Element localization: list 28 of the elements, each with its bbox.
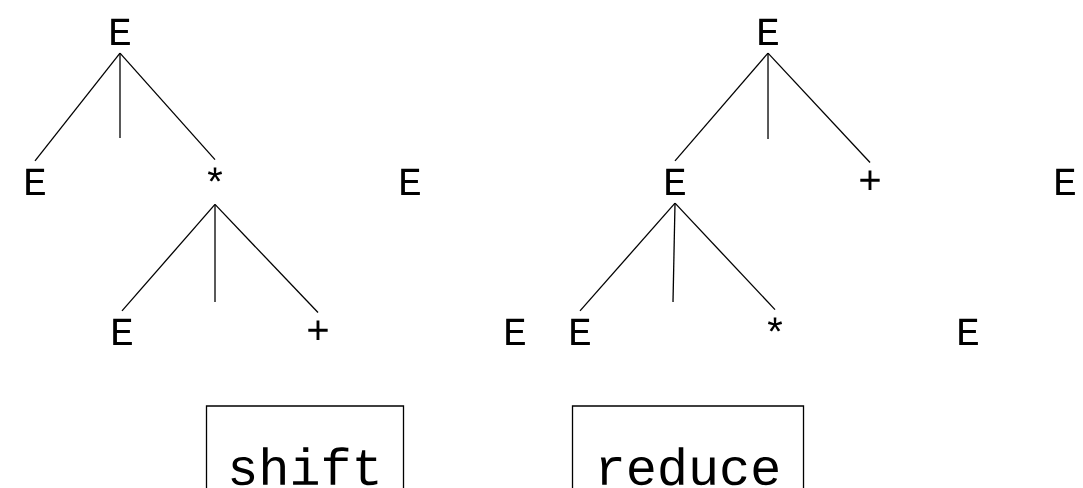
tree-symbol: + [308,320,328,340]
tree-branch [579,202,676,312]
tree-symbol: * [207,167,223,182]
tree-symbol: E [111,18,130,46]
tree-symbol: E [666,168,685,196]
tree-branch [119,52,121,139]
boxed-word: shift [205,405,405,488]
tree-symbol: E [1056,168,1075,196]
tree-symbol: E [506,318,525,346]
tree-branch [674,52,769,162]
tree-branch [121,203,216,312]
tree-symbol: + [860,170,880,190]
tree-branch [767,52,871,164]
tree-symbol: E [759,18,778,46]
tree-branch [214,203,216,303]
tree-symbol: * [767,317,783,332]
tree-branch [767,52,769,140]
tree-branch [119,52,216,161]
tree-symbol: E [571,318,590,346]
tree-symbol: E [401,168,420,196]
tree-branch [674,202,776,311]
boxed-word: reduce [571,405,805,488]
tree-symbol: E [26,168,45,196]
tree-branch [34,52,121,162]
tree-symbol: E [959,318,978,346]
tree-symbol: E [113,318,132,346]
tree-branch [672,202,676,303]
tree-branch [214,203,319,314]
